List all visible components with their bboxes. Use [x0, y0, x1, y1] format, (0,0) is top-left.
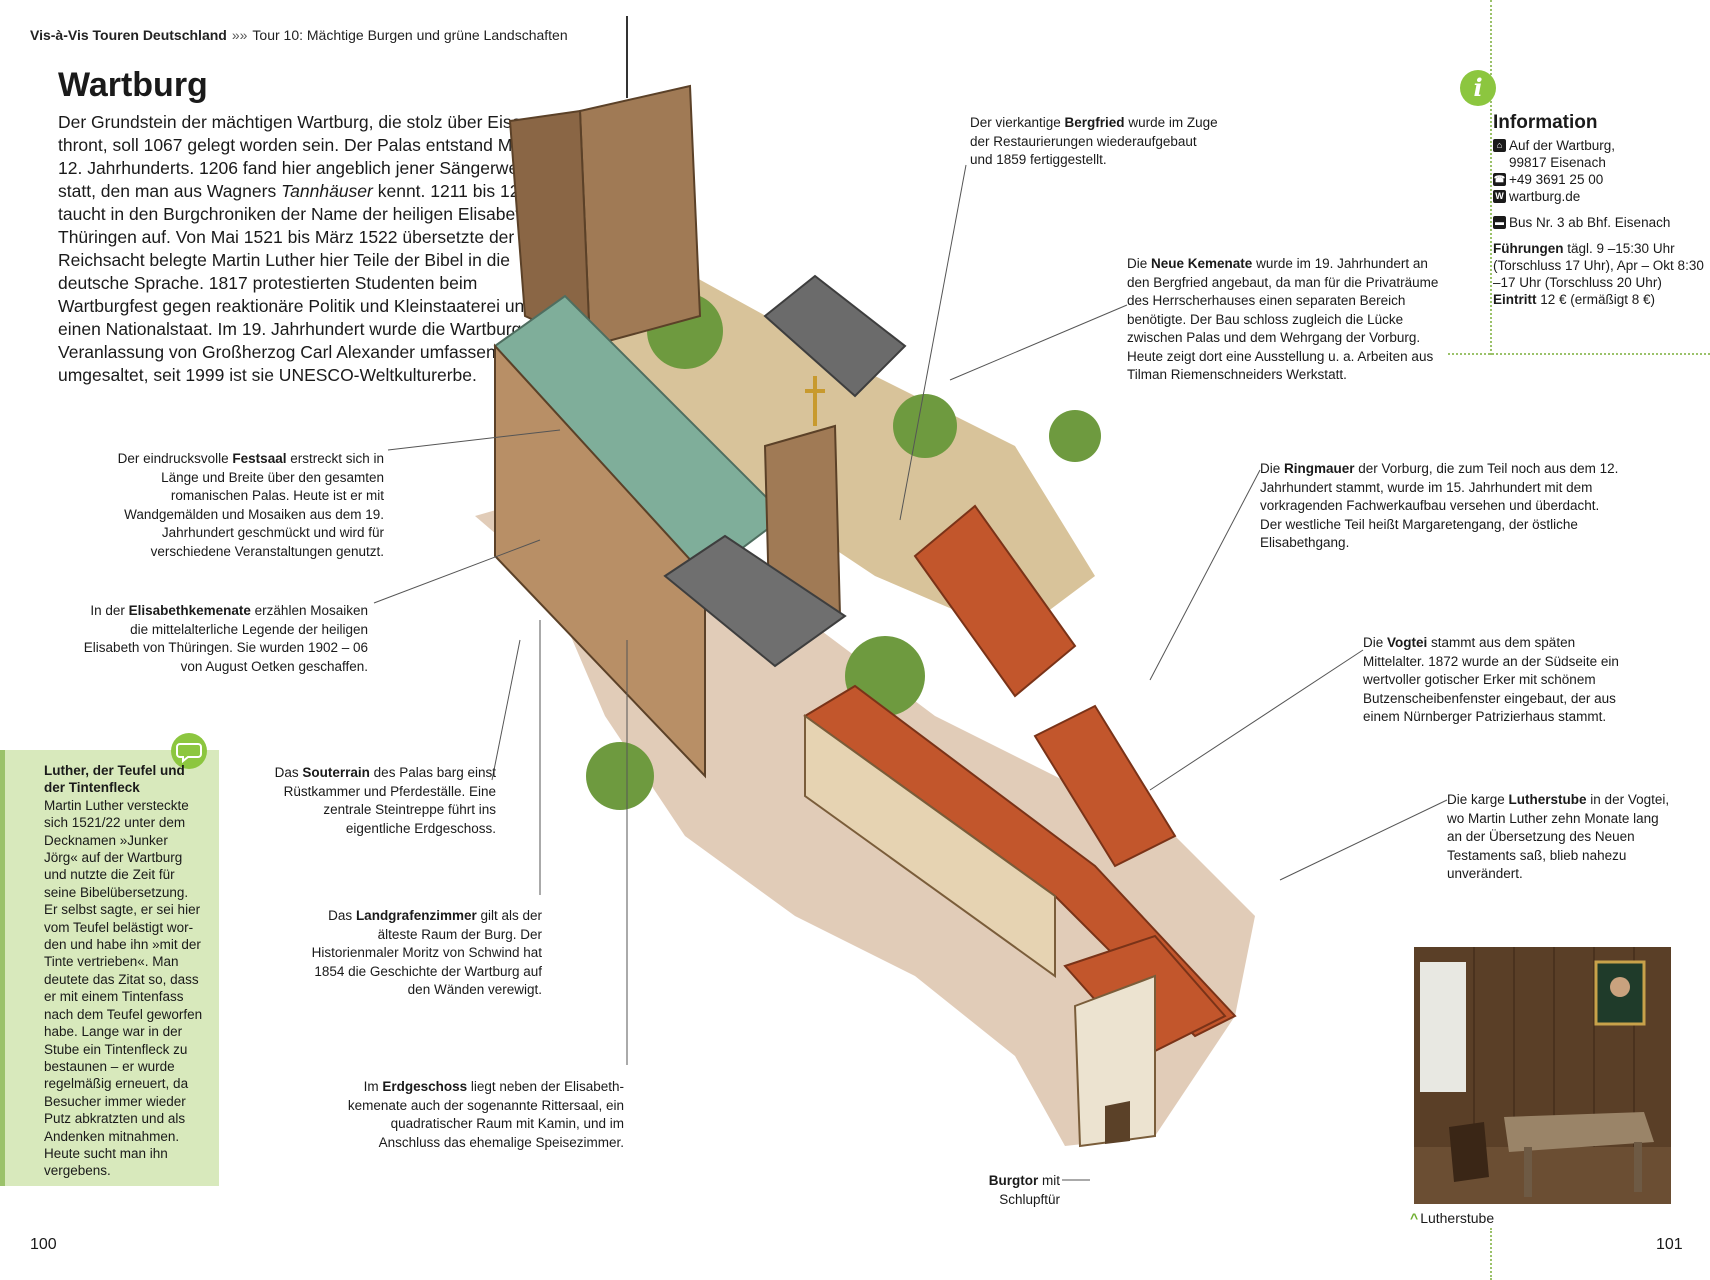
intro-text-after: kennt. 1211 bis 1228 taucht in den Burgc…	[58, 181, 573, 385]
vorburg-roof	[913, 504, 1077, 698]
burgtor-wall	[1073, 974, 1156, 1148]
tree	[586, 742, 654, 810]
caption-vogtei: Die Vogtei stammt aus dem späten Mittela…	[1363, 635, 1619, 724]
info-address: ⌂ Auf der Wartburg,99817 Eisenach	[1493, 137, 1705, 171]
sidebar-box-edge	[0, 750, 5, 1186]
phone-icon: ☎	[1493, 173, 1506, 186]
castle-drawing	[475, 16, 1255, 1148]
info-divider-vertical	[1490, 0, 1492, 355]
intro-text-before: Der Grundstein der mächtigen Wartburg, d…	[58, 112, 569, 201]
castle-illustration	[455, 16, 1375, 1216]
intro-paragraph: Der Grundstein der mächtigen Wartburg, d…	[58, 111, 578, 387]
caption-landgrafenzimmer: Das Landgrafenzimmer gilt als der ältest…	[311, 908, 542, 997]
info-web: W wartburg.de	[1493, 188, 1705, 205]
caption-neue-kemenate: Die Neue Kemenate wurde im 19. Jahrhunde…	[1127, 256, 1439, 382]
info-phone: ☎ +49 3691 25 00	[1493, 172, 1604, 187]
burgtor-gate	[1105, 1101, 1130, 1144]
sidebar-title: Luther, der Teufel und der Tintenfleck	[44, 763, 185, 796]
caption-festsaal: Der eindrucksvolle Festsaal erstreckt si…	[117, 451, 384, 559]
tree	[1049, 410, 1101, 462]
breadcrumb: Vis-à-Vis Touren Deutschland»»Tour 10: M…	[30, 27, 568, 43]
bus-icon: ▬	[1493, 216, 1506, 229]
caption-elisabethkemenate: In der Elisabethkemenate erzählen Mosaik…	[83, 603, 368, 674]
vogtei-roof	[1033, 704, 1177, 868]
sidebar-text: Luther, der Teufel und der Tintenfleck M…	[44, 762, 204, 1180]
breadcrumb-main[interactable]: Vis-à-Vis Touren Deutschland	[30, 27, 227, 43]
info-web-link[interactable]: wartburg.de	[1509, 189, 1581, 204]
bergfried-tower	[578, 84, 702, 348]
info-entry: Eintritt 12 € (ermäßigt 8 €)	[1493, 292, 1656, 307]
web-icon: W	[1493, 190, 1506, 203]
palas-wall	[494, 343, 706, 779]
photo-caption: ^Lutherstube	[1410, 1210, 1495, 1226]
sidebar-box	[0, 750, 219, 1186]
info-tours: Führungen tägl. 9 –15:30 Uhr (Torschluss…	[1493, 241, 1704, 290]
info-title: Information	[1493, 112, 1598, 133]
page-title: Wartburg	[58, 66, 208, 104]
bottom-divider	[1490, 1228, 1492, 1280]
breadcrumb-separator: »»	[231, 27, 248, 43]
info-box: Information ⌂ Auf der Wartburg,99817 Eis…	[1493, 112, 1705, 308]
ringmauer-wall	[804, 714, 1056, 978]
grey-roof	[663, 534, 847, 668]
caption-ringmauer: Die Ringmauer der Vorburg, die zum Teil …	[1260, 461, 1619, 550]
caption-souterrain: Das Souterrain des Palas barg einst Rüst…	[274, 765, 496, 836]
home-icon: ⌂	[1493, 139, 1506, 152]
caption-burgtor: Burgtor mit Schlupftür	[988, 1173, 1060, 1207]
caption-lutherstube: Die karge Lutherstube in der Vogtei, wo …	[1447, 792, 1670, 881]
page-number-left: 100	[30, 1236, 57, 1253]
intro-italic: Tannhäuser	[281, 181, 373, 201]
page-number-right: 101	[1656, 1236, 1683, 1253]
sidebar-body: Martin Luther versteckte sich 1521/22 un…	[44, 797, 203, 1179]
tree	[893, 394, 957, 458]
info-bus: ▬ Bus Nr. 3 ab Bhf. Eisenach	[1493, 215, 1671, 230]
caption-bergfried: Der vierkantige Bergfried wurde im Zuge …	[970, 115, 1218, 167]
caret-up-icon: ^	[1410, 1210, 1419, 1226]
caption-erdgeschoss: Im Erdgeschoss liegt neben der Elisabeth…	[347, 1079, 624, 1150]
info-icon: i	[1460, 70, 1496, 106]
info-divider-horizontal	[1448, 353, 1710, 355]
speech-bubble-icon	[171, 733, 207, 769]
lutherstube-photo	[1414, 947, 1671, 1204]
breadcrumb-sub[interactable]: Tour 10: Mächtige Burgen und grüne Lands…	[252, 27, 568, 43]
